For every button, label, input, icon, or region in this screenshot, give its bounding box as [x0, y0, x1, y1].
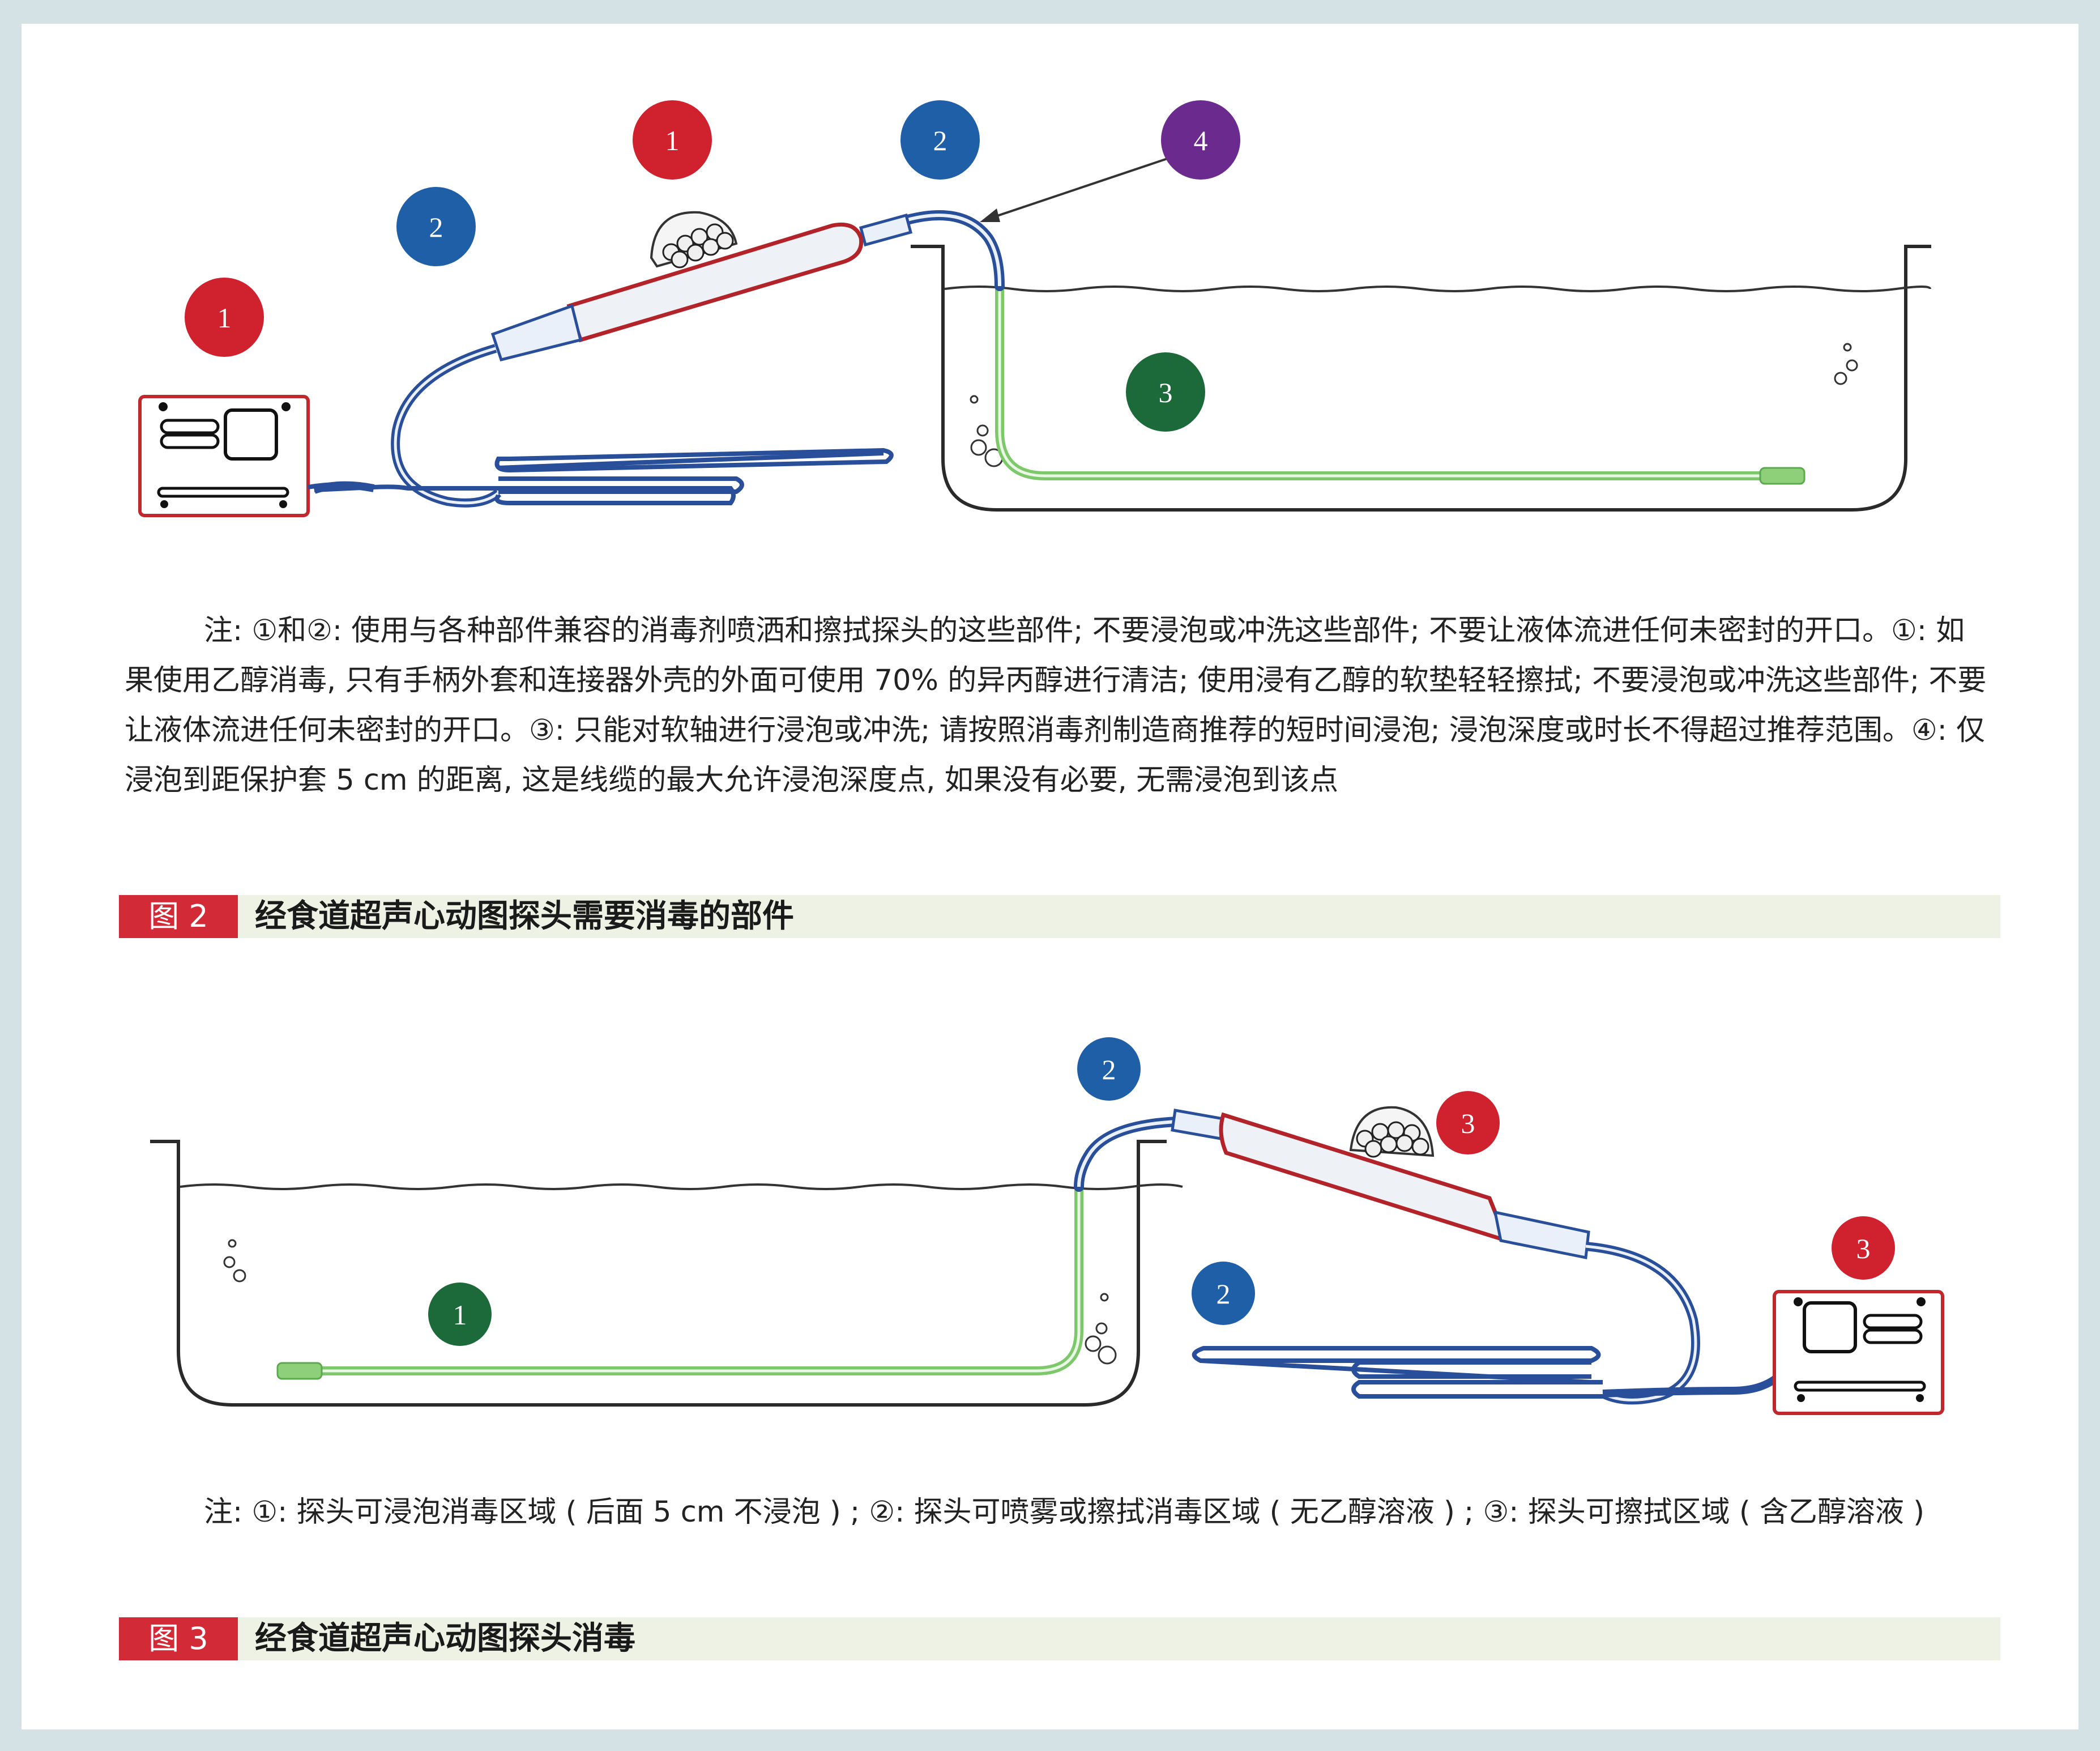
badge-1-top: 1 — [633, 100, 712, 180]
figure3-caption-title: 经食道超声心动图探头消毒 — [255, 1620, 635, 1657]
cable-loop — [391, 344, 502, 508]
handle-neck — [1493, 1210, 1590, 1259]
svg-text:2: 2 — [429, 211, 443, 243]
figure3-caption-tag: 图 3 — [119, 1617, 238, 1660]
figure3-diagram: 2 3 2 3 1 — [150, 1037, 1944, 1415]
svg-text:1: 1 — [217, 302, 232, 334]
svg-text:1: 1 — [665, 125, 680, 156]
soaked-shaft — [995, 282, 1777, 480]
badge-3-right: 3 — [1832, 1216, 1895, 1280]
figure3-note: 注: ①: 探头可浸泡消毒区域 ( 后面 5 cm 不浸泡 ) ; ②: 探头可… — [125, 1488, 1994, 1537]
svg-text:3: 3 — [1159, 377, 1173, 408]
badge-3-tank: 3 — [1126, 352, 1205, 432]
tank — [911, 245, 1931, 512]
figure2-caption-title: 经食道超声心动图探头需要消毒的部件 — [255, 898, 794, 935]
svg-text:3: 3 — [1856, 1233, 1871, 1264]
water-surface — [944, 286, 1931, 292]
svg-text:2: 2 — [1102, 1054, 1116, 1085]
figure2-note-text: 注: ①和②: 使用与各种部件兼容的消毒剂喷洒和擦拭探头的这些部件; 不要浸泡或… — [125, 614, 1987, 797]
figure2-note: 注: ①和②: 使用与各种部件兼容的消毒剂喷洒和擦拭探头的这些部件; 不要浸泡或… — [125, 606, 1994, 806]
badge-3-top: 3 — [1436, 1091, 1500, 1154]
control-knobs — [1349, 1106, 1435, 1158]
svg-text:2: 2 — [933, 125, 947, 156]
probe-handle — [1219, 1112, 1510, 1244]
figure2-caption-tag: 图 2 — [119, 895, 238, 938]
strain-relief — [1171, 1109, 1225, 1140]
soaked-shaft — [296, 1182, 1083, 1375]
svg-text:2: 2 — [1217, 1278, 1231, 1310]
figure2-caption: 图 2 经食道超声心动图探头需要消毒的部件 — [119, 895, 2000, 938]
badge-2-top: 2 — [900, 100, 980, 180]
svg-text:1: 1 — [453, 1299, 467, 1331]
water-surface — [180, 1183, 1183, 1190]
figure3-caption: 图 3 经食道超声心动图探头消毒 — [119, 1617, 2000, 1660]
probe-handle — [566, 222, 864, 343]
content-panel — [22, 24, 2078, 1729]
coiled-cable — [1192, 1346, 1603, 1399]
shaft-above-water — [898, 210, 1005, 291]
shaft-above-water — [1074, 1117, 1183, 1192]
badge-2-left: 2 — [396, 187, 476, 266]
tank — [150, 1140, 1167, 1407]
badge-2-top: 2 — [1077, 1037, 1141, 1101]
pointer-arrow — [985, 153, 1181, 221]
coiled-cable — [314, 448, 894, 505]
figure2-diagram: 1 2 1 2 4 3 — [138, 100, 1931, 517]
handle-neck — [490, 304, 583, 361]
svg-text:4: 4 — [1194, 125, 1208, 156]
figure3-note-text: 注: ①: 探头可浸泡消毒区域 ( 后面 5 cm 不浸泡 ) ; ②: 探头可… — [204, 1496, 1925, 1529]
badge-4: 4 — [1161, 100, 1240, 180]
badge-1-tank: 1 — [428, 1283, 492, 1346]
badge-2-right: 2 — [1192, 1262, 1255, 1325]
probe-tip — [1759, 467, 1806, 485]
cable-loop — [1585, 1242, 1700, 1405]
probe-tip — [276, 1362, 323, 1380]
bubbles — [970, 343, 1858, 467]
ultrasound-console — [1773, 1290, 1944, 1415]
bubbles — [223, 1239, 1117, 1365]
strain-relief — [859, 213, 913, 247]
badge-1-left: 1 — [185, 278, 264, 357]
control-knobs — [650, 211, 738, 269]
svg-text:3: 3 — [1461, 1107, 1475, 1139]
ultrasound-console — [138, 395, 310, 517]
